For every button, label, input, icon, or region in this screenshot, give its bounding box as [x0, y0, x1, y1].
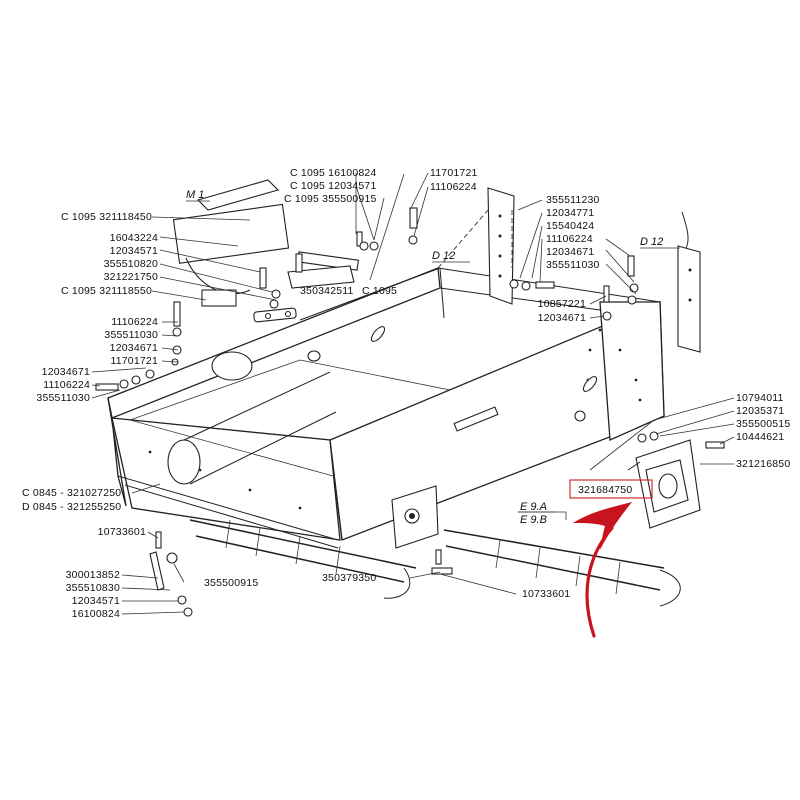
pivot-tube	[211, 351, 253, 381]
bottom-rod-assemblies	[149, 519, 681, 617]
part-labels: M 1 D 12 D 12 E 9.A E 9.B C 1095 3211184…	[22, 167, 790, 620]
handle-bracket	[172, 203, 290, 264]
label-15540424: 15540424	[546, 220, 594, 232]
label-12034671-right: 12034671	[546, 246, 594, 258]
label-350379350: 350379350	[322, 572, 376, 584]
label-d0845-321255250: D 0845 - 321255250	[22, 501, 121, 513]
label-12034671-rightmid: 12034671	[538, 312, 586, 324]
label-321216850: 321216850	[736, 458, 790, 470]
label-c0845-321027250: C 0845 - 321027250	[22, 487, 121, 499]
front-left-panel	[111, 417, 341, 541]
label-12034671-left: 12034671	[110, 342, 158, 354]
label-350342511: 350342511	[300, 285, 354, 297]
label-11106224-left: 11106224	[111, 316, 158, 328]
label-355511030-right: 355511030	[546, 259, 600, 271]
label-10733601-left: 10733601	[98, 526, 146, 538]
label-10444621: 10444621	[736, 431, 784, 443]
cross-tube-end	[167, 439, 201, 485]
ref-m1: M 1	[186, 189, 204, 201]
label-16043224: 16043224	[110, 232, 158, 244]
label-355510820: 355510820	[104, 258, 158, 270]
label-355511030-lower: 355511030	[36, 392, 90, 404]
right-top-bolt-set	[509, 255, 639, 321]
label-11701721-top: 11701721	[430, 167, 478, 179]
d12-plates	[437, 187, 701, 353]
ref-d12-right: D 12	[640, 236, 663, 248]
label-321221750: 321221750	[104, 271, 158, 283]
label-12034771: 12034771	[546, 207, 594, 219]
pin-bracket	[201, 289, 237, 307]
label-10733601-right: 10733601	[522, 588, 570, 600]
label-c1095-355500915: C 1095 355500915	[284, 193, 377, 205]
label-16100824-bottom: 16100824	[72, 608, 120, 620]
label-355510830: 355510830	[66, 582, 120, 594]
label-11106224-right: 11106224	[546, 233, 593, 245]
bracket-hole	[658, 473, 678, 499]
label-12034571-bottom: 12034571	[72, 595, 120, 607]
label-c1095-mid: C 1095	[362, 285, 397, 297]
red-pointer-arrow	[573, 502, 632, 638]
label-12034671-lower: 12034671	[42, 366, 90, 378]
label-11106224-lower: 11106224	[43, 379, 90, 391]
label-355500515: 355500515	[736, 418, 790, 430]
label-300013852: 300013852	[66, 569, 120, 581]
label-c1095-321118450: C 1095 321118450	[61, 211, 152, 223]
label-355500915-bottom: 355500915	[204, 577, 258, 589]
ref-e9b: E 9.B	[520, 514, 547, 526]
link-plate	[253, 307, 297, 323]
label-12034571: 12034571	[110, 245, 158, 257]
label-c1095-16100824: C 1095 16100824	[290, 167, 377, 179]
arrow-head	[573, 502, 632, 550]
label-10794011: 10794011	[736, 392, 784, 404]
highlighted-bracket-part	[627, 431, 725, 529]
d12-left-plate	[487, 187, 515, 305]
ref-e9a: E 9.A	[520, 501, 547, 513]
label-355511030-left: 355511030	[104, 329, 158, 341]
divider-slot	[453, 406, 499, 432]
ref-d12-left: D 12	[432, 250, 455, 262]
top-left-bracket-assembly	[171, 179, 418, 381]
label-11106224-top: 11106224	[430, 181, 477, 193]
label-12035371: 12035371	[736, 405, 784, 417]
chassis-frame	[107, 267, 665, 549]
arrow-shaft	[585, 526, 614, 638]
label-c1095-321118550: C 1095 321118550	[61, 285, 152, 297]
label-355511230: 355511230	[546, 194, 600, 206]
label-11701721-left: 11701721	[110, 355, 158, 367]
right-end-panel	[599, 301, 665, 441]
leader-lines	[91, 172, 735, 615]
label-321684750-highlighted: 321684750	[578, 484, 632, 496]
left-lower-bolt-set	[95, 369, 155, 391]
label-10857221: 10857221	[538, 298, 586, 310]
highlight-box	[569, 479, 653, 499]
label-c1095-12034571: C 1095 12034571	[290, 180, 377, 192]
